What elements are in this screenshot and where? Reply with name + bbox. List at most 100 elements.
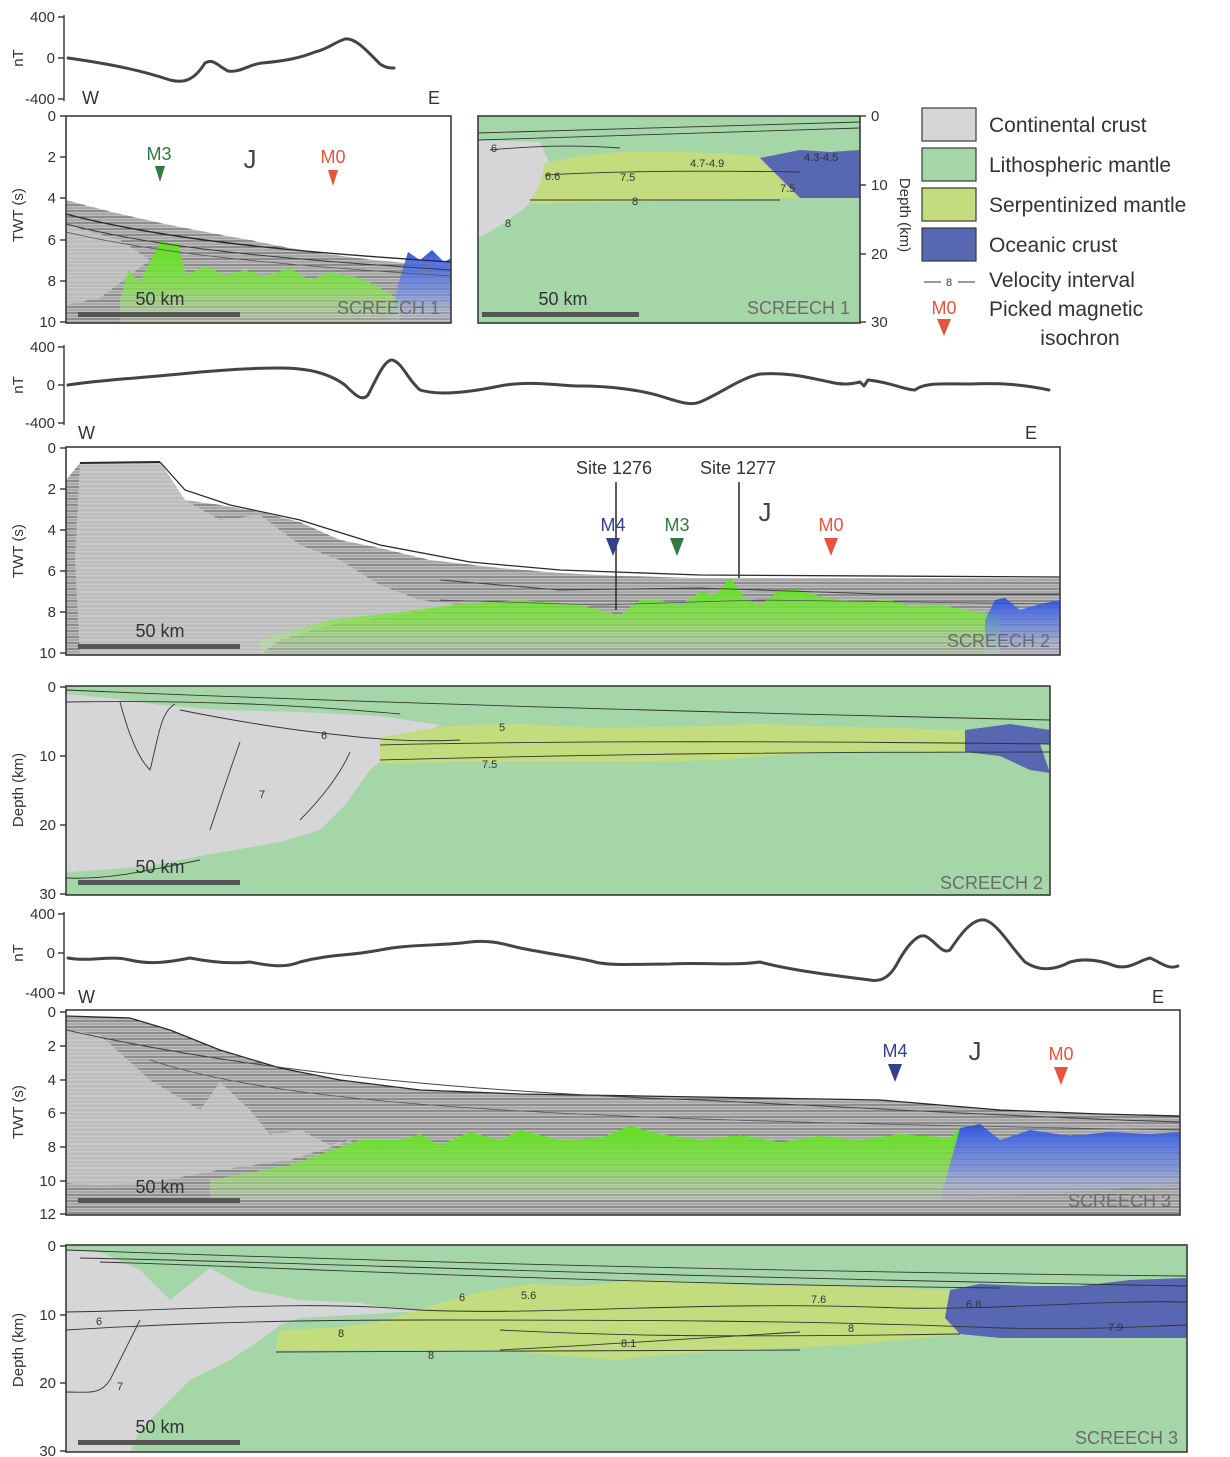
m0-label-3: M0 xyxy=(1048,1044,1073,1064)
s3-twt-tick-6: 6 xyxy=(48,1105,56,1122)
seismic-frame-1 xyxy=(65,115,452,324)
legend-label-isochron-1: Picked magnetic xyxy=(989,298,1143,321)
s3-twt-tick-12: 12 xyxy=(39,1206,56,1223)
seismic-frame-2 xyxy=(65,446,1061,656)
s2-twt-tick-0: 0 xyxy=(48,440,56,457)
vel-s2-1: 6 xyxy=(321,730,327,742)
legend-label-lithospheric: Lithospheric mantle xyxy=(989,154,1171,177)
model-frame-3 xyxy=(65,1244,1188,1453)
mag3-tick-neg400: -400 xyxy=(25,985,55,1002)
s2-twt-tick-4: 4 xyxy=(48,522,56,539)
scalebar-1 xyxy=(78,312,240,317)
vel-s1-2: 8 xyxy=(505,218,511,230)
m4-marker-3 xyxy=(888,1064,902,1082)
scale-label-2: 50 km xyxy=(538,289,587,309)
s3-depth-axis-label: Depth (km) xyxy=(10,1313,27,1387)
mag2-axis-label: nT xyxy=(10,376,27,394)
vel-s3-5: 8 xyxy=(338,1328,344,1340)
model-panel-3: 0 10 20 30 Depth (km) 6 5.6 7.6 6.8 8 8 … xyxy=(10,1238,1188,1457)
s1-twt-tick-2: 2 xyxy=(48,149,56,166)
s1-depth-axis-label: Depth (km) xyxy=(896,178,913,252)
m0-label-1: M0 xyxy=(320,147,345,167)
vel-s1-4: 4.7-4.9 xyxy=(690,158,724,170)
vel-s3-0: 6 xyxy=(459,1292,465,1304)
s1-depth-r-tick-30: 30 xyxy=(871,314,888,331)
mag1-tick-0: 0 xyxy=(47,50,55,67)
s2-depth-axis-label: Depth (km) xyxy=(10,753,27,827)
s3-twt-tick-10: 10 xyxy=(39,1173,56,1190)
profile-label-3b: SCREECH 3 xyxy=(1075,1428,1178,1448)
mag2-anomaly-line xyxy=(66,358,1051,406)
vel-s1-7: 8 xyxy=(632,196,638,208)
mag1-tick-400: 400 xyxy=(30,9,55,26)
vel-s1-5: 4.3-4.5 xyxy=(804,152,838,164)
legend-swatch-lithospheric xyxy=(921,147,977,182)
s3-depth-tick-10: 10 xyxy=(39,1307,56,1324)
s3-depth-tick-30: 30 xyxy=(39,1443,56,1457)
model-frame-2 xyxy=(65,685,1051,896)
seismic-panel-1: 0 2 4 6 8 10 TWT (s) M3 J M0 50 km SCREE… xyxy=(10,108,452,331)
legend-swatch-continental xyxy=(921,107,977,142)
vel-s3-10: 7 xyxy=(117,1381,123,1393)
vel-s3-6: 8 xyxy=(428,1350,434,1362)
scalebar-3 xyxy=(78,644,240,649)
model-panel-2: 0 10 20 30 Depth (km) 5 6 7.5 7 50 km SC… xyxy=(10,679,1051,903)
legend-m0-label: M0 xyxy=(931,298,956,318)
mag2-tick-400: 400 xyxy=(30,339,55,356)
s2-twt-tick-10: 10 xyxy=(39,645,56,662)
s2-depth-tick-20: 20 xyxy=(39,817,56,834)
e-label-1: E xyxy=(428,88,440,108)
m3-marker-2 xyxy=(670,538,684,556)
s1-twt-tick-4: 4 xyxy=(48,190,56,207)
s2-twt-tick-8: 8 xyxy=(48,604,56,621)
m0-label-2: M0 xyxy=(818,515,843,535)
mag1-anomaly-line xyxy=(66,37,396,83)
legend: Continental crust Lithospheric mantle Se… xyxy=(921,107,1186,350)
s2-twt-tick-2: 2 xyxy=(48,481,56,498)
s1-depth-r-tick-20: 20 xyxy=(871,246,888,263)
e-label-2: E xyxy=(1025,423,1037,443)
vel-s2-3: 7 xyxy=(259,789,265,801)
mag2-tick-0: 0 xyxy=(47,377,55,394)
scalebar-4 xyxy=(78,880,240,885)
legend-label-isochron-2: isochron xyxy=(1040,327,1119,350)
legend-label-continental: Continental crust xyxy=(989,114,1147,137)
profile-label-3a: SCREECH 3 xyxy=(1068,1191,1171,1211)
m0-marker-1 xyxy=(328,170,338,186)
j-label-2: J xyxy=(759,497,772,527)
s1-depth-r-tick-10: 10 xyxy=(871,177,888,194)
profile-label-1a: SCREECH 1 xyxy=(337,298,440,318)
s1-twt-tick-8: 8 xyxy=(48,273,56,290)
profile-label-2b: SCREECH 2 xyxy=(940,873,1043,893)
scale-label-1: 50 km xyxy=(135,289,184,309)
legend-swatch-serpentinized xyxy=(921,187,977,222)
mag3-axis-label: nT xyxy=(10,944,27,962)
j-label-1: J xyxy=(244,144,257,174)
scalebar-2 xyxy=(482,312,639,317)
m4-label-3: M4 xyxy=(882,1041,907,1061)
j-label-3: J xyxy=(969,1036,982,1066)
w-label-2: W xyxy=(78,423,95,443)
vel-s3-8: 7.9 xyxy=(1108,1322,1123,1334)
scale-label-4: 50 km xyxy=(135,857,184,877)
legend-label-velocity: Velocity interval xyxy=(989,269,1135,292)
profile-label-2a: SCREECH 2 xyxy=(947,631,1050,651)
vel-s1-1: 6.6 xyxy=(545,171,560,183)
s3-twt-tick-4: 4 xyxy=(48,1072,56,1089)
mag-panel-3: 400 0 -400 nT xyxy=(10,906,1180,1002)
s2-depth-tick-0: 0 xyxy=(48,679,56,696)
vel-s3-1: 5.6 xyxy=(521,1290,536,1302)
legend-label-oceanic: Oceanic crust xyxy=(989,234,1118,257)
m0-marker-3 xyxy=(1054,1067,1068,1085)
scale-label-5: 50 km xyxy=(135,1177,184,1197)
s1-twt-tick-10: 10 xyxy=(39,314,56,331)
model-frame-1 xyxy=(477,115,861,324)
s1-twt-tick-6: 6 xyxy=(48,232,56,249)
vel-s2-0: 5 xyxy=(499,722,505,734)
legend-swatch-oceanic xyxy=(921,227,977,262)
s3-twt-axis-label: TWT (s) xyxy=(10,1085,27,1139)
vel-s3-9: 6 xyxy=(96,1316,102,1328)
vel-s1-0: 6 xyxy=(491,143,497,155)
site-1277-label: Site 1277 xyxy=(700,458,776,478)
s1-twt-tick-0: 0 xyxy=(48,108,56,125)
